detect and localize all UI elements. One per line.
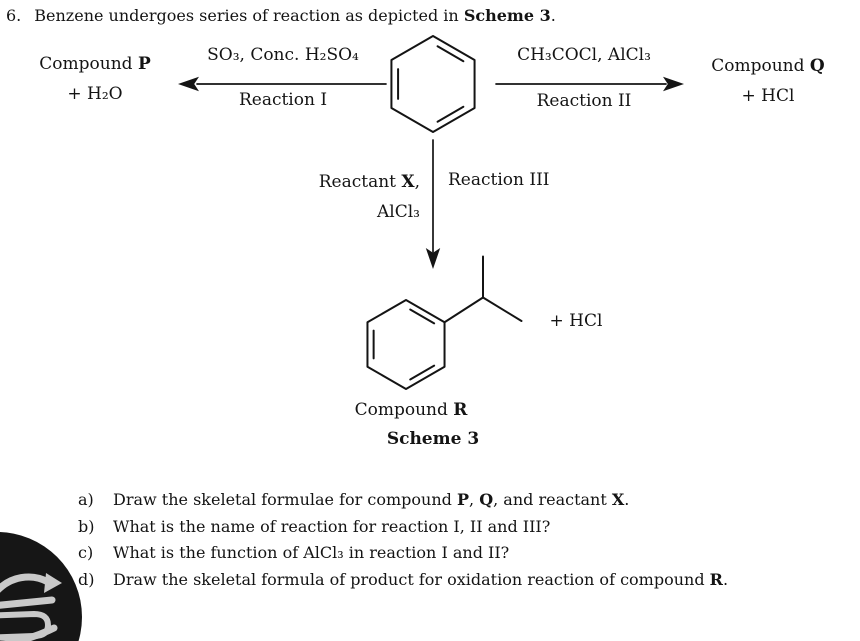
reactant-x-label: Reactant X, <box>318 172 420 192</box>
sub-question-c: c) What is the function of AlCl₃ in reac… <box>78 540 848 567</box>
compound-p-name: Compound P <box>39 54 151 74</box>
isopropyl-group <box>443 255 523 324</box>
benzene-structure <box>390 35 476 133</box>
scheme-caption: Scheme 3 <box>386 429 480 449</box>
question-text: Benzene undergoes series of reaction as … <box>34 6 556 25</box>
sub-question-b-letter: b) <box>78 516 95 536</box>
product-byproduct-label: + HCl <box>549 311 603 331</box>
compound-r-structure <box>366 299 446 390</box>
reaction-ii-reagents: CH₃COCl, AlCl₃ <box>517 45 651 65</box>
question-header: 6. Benzene undergoes series of reaction … <box>6 6 556 25</box>
sub-question-d: d) Draw the skeletal formula of product … <box>78 567 848 594</box>
sub-question-b: b) What is the name of reaction for reac… <box>78 514 848 541</box>
sub-question-a-text: Draw the skeletal formulae for compound … <box>113 490 630 509</box>
catalyst-label: AlCl₃ <box>377 202 420 222</box>
watermark-logo <box>0 532 82 641</box>
reaction-iii-label: Reaction III <box>448 170 550 190</box>
sub-question-c-letter: c) <box>78 543 94 562</box>
sub-question-c-text: What is the function of AlCl₃ in reactio… <box>113 543 510 562</box>
sub-question-a: a) Draw the skeletal formulae for compou… <box>78 487 848 514</box>
reaction-iii-reagents: Reactant X, AlCl₃ <box>260 167 420 227</box>
sub-question-a-letter: a) <box>78 490 94 509</box>
sub-question-list: a) Draw the skeletal formulae for compou… <box>78 487 848 593</box>
sub-question-b-text: What is the name of reaction for reactio… <box>113 516 551 536</box>
reaction-i-label: Reaction I <box>238 90 328 110</box>
compound-q-name: Compound Q <box>711 56 825 76</box>
question-number: 6. <box>6 6 22 25</box>
compound-r-label: Compound R <box>354 400 468 420</box>
sub-question-d-text: Draw the skeletal formula of product for… <box>113 569 729 589</box>
sub-question-d-letter: d) <box>78 569 95 589</box>
watermark-arrowhead-icon <box>44 573 62 593</box>
compound-q-label: Compound Q + HCl <box>698 51 838 111</box>
compound-p-byproduct: + H₂O <box>67 84 123 104</box>
reaction-iii-arrow <box>425 139 441 269</box>
compound-p-label: Compound P + H₂O <box>28 49 162 109</box>
reaction-i-reagents: SO₃, Conc. H₂SO₄ <box>207 45 359 65</box>
reaction-ii-arrow <box>495 76 684 92</box>
watermark-glyph <box>0 573 62 641</box>
reaction-ii-label: Reaction II <box>536 91 632 111</box>
compound-q-byproduct: + HCl <box>741 86 795 106</box>
